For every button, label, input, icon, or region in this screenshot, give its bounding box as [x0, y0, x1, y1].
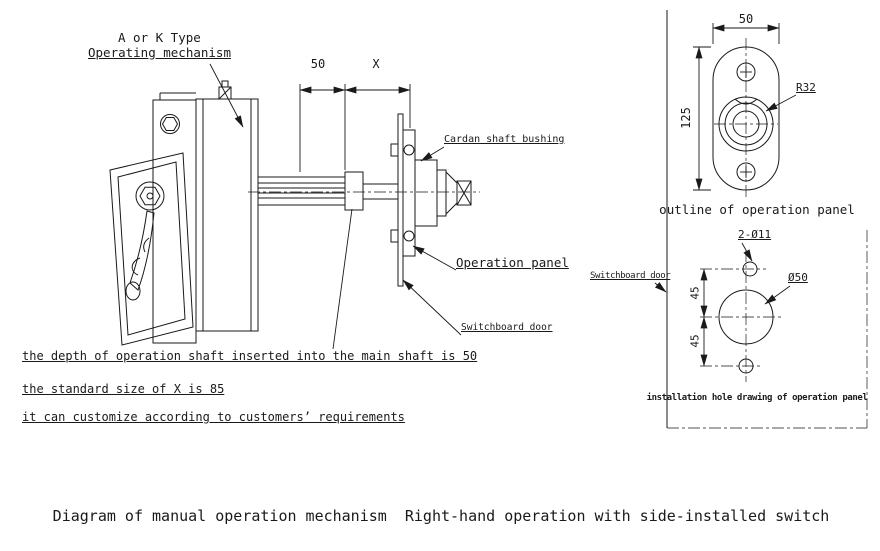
dimension-lines-outline	[693, 23, 797, 191]
leader-cardan-bushing	[420, 146, 445, 162]
label-switchboard-door: Switchboard door	[461, 322, 553, 333]
label-r32: R32	[796, 81, 816, 94]
switchboard-door-plate	[397, 113, 404, 287]
handle-lever	[129, 210, 155, 291]
caption-outline-view: outline of operation panel	[659, 202, 855, 217]
operating-mechanism-drawing	[109, 80, 259, 346]
label-d50: Ø50	[788, 271, 808, 284]
leader-r32	[765, 94, 797, 112]
dim-text-x: X	[372, 57, 380, 71]
leader-operating-mechanism	[209, 63, 244, 128]
shaft-coupling	[344, 171, 364, 211]
label-2-d11: 2-Ø11	[738, 228, 772, 241]
outline-view-drawing	[666, 10, 868, 429]
handle-hub	[135, 181, 165, 211]
dim-text-45-upper: 45	[688, 286, 702, 300]
leader-2d11	[741, 242, 753, 262]
cardan-bushing-body	[414, 159, 472, 227]
leader-d50	[764, 285, 791, 305]
note-line-1: the depth of operation shaft inserted in…	[22, 349, 478, 363]
switch-handle-assembly	[109, 152, 194, 346]
leader-operation-panel	[412, 245, 457, 271]
diagram-title: Diagram of manual operation mechanism Ri…	[52, 507, 830, 525]
label-type: A or K Type	[118, 30, 201, 45]
operation-panel-flange	[390, 129, 416, 257]
dim-text-width-50: 50	[738, 12, 754, 26]
note-line-2: the standard size of X is 85	[22, 382, 225, 396]
spline-shaft	[257, 176, 346, 206]
note-line-3: it can customize according to customers’…	[22, 410, 405, 424]
leader-switchboard-door	[402, 279, 462, 336]
mounting-plate	[152, 99, 197, 344]
dim-text-45-lower: 45	[688, 334, 702, 348]
label-operating-mechanism: Operating mechanism	[88, 45, 231, 60]
dim-text-50: 50	[310, 57, 326, 71]
mechanism-body	[195, 98, 259, 332]
plate-bolt	[160, 114, 180, 134]
dimension-lines-installation	[654, 242, 791, 367]
label-operation-panel: Operation panel	[456, 255, 569, 270]
note-reference-line	[332, 208, 353, 350]
dim-text-height-125: 125	[679, 107, 694, 129]
installation-view-drawing	[654, 242, 791, 382]
leader-switchboard-door-right	[654, 282, 667, 293]
shaft-assembly-drawing	[257, 113, 472, 287]
dimension-lines-left	[209, 63, 462, 350]
label-cardan-shaft-bushing: Cardan shaft bushing	[444, 134, 565, 145]
caption-installation-view: installation hole drawing of operation p…	[646, 393, 868, 403]
label-switchboard-door-right: Switchboard door	[590, 271, 671, 281]
